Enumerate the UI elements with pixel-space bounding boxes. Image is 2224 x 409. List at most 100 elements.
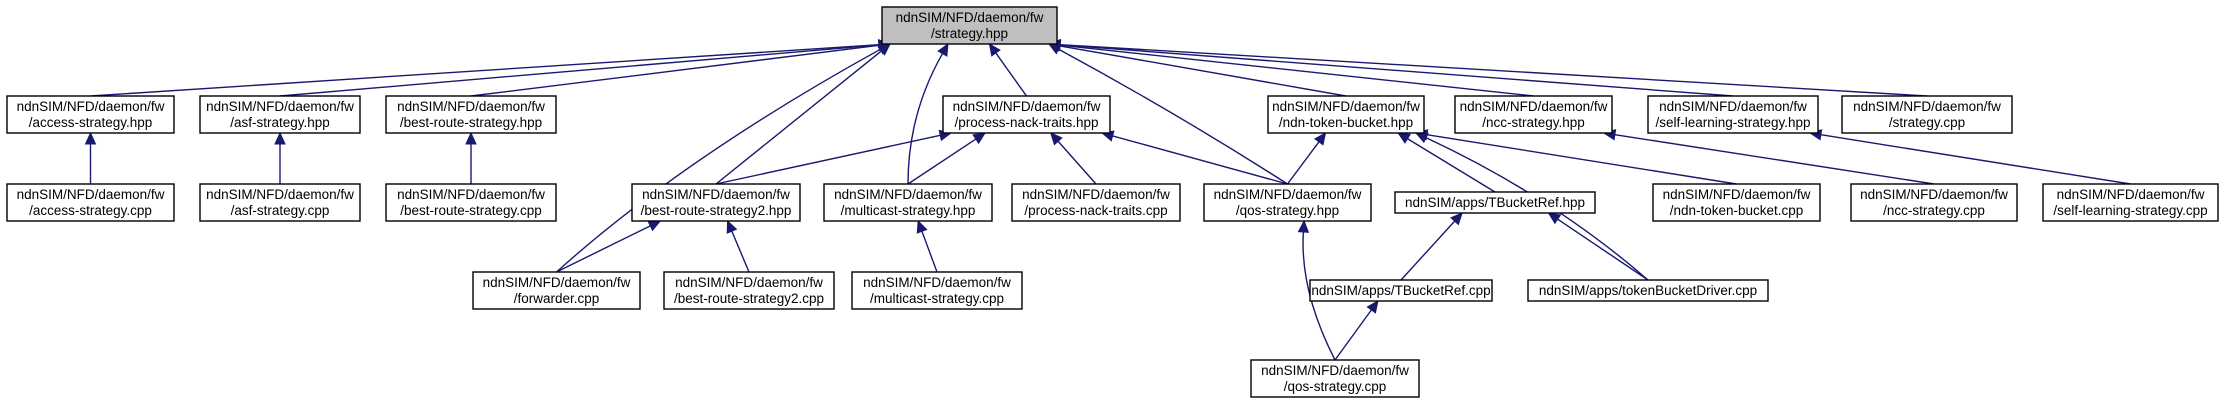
edge-br2_hpp-to-pnt_hpp xyxy=(715,134,941,185)
node-box[interactable] xyxy=(1454,95,1613,134)
node-box[interactable] xyxy=(199,95,361,134)
node-label-line: ndnSIM/NFD/daemon/fw xyxy=(1272,99,1420,114)
node-label-line: ndnSIM/NFD/daemon/fw xyxy=(483,275,631,290)
node-box[interactable] xyxy=(823,183,993,222)
node-bestroute-cpp[interactable]: ndnSIM/NFD/daemon/fw/best-route-strategy… xyxy=(385,183,557,222)
node-br2-hpp[interactable]: ndnSIM/NFD/daemon/fw/best-route-strategy… xyxy=(631,183,801,222)
node-box[interactable] xyxy=(1841,95,2013,134)
arrowhead-icon xyxy=(726,219,738,234)
node-pnt-cpp[interactable]: ndnSIM/NFD/daemon/fw/process-nack-traits… xyxy=(1011,183,1181,222)
node-box[interactable] xyxy=(663,271,835,310)
node-box[interactable] xyxy=(1652,183,1821,222)
edge-pnt_cpp-to-pnt_hpp xyxy=(1057,140,1097,185)
node-box[interactable] xyxy=(631,183,801,222)
node-box[interactable] xyxy=(385,95,557,134)
edge-asf_hpp-to-root xyxy=(279,44,880,97)
edge-ntb_hpp-to-root xyxy=(1059,45,1347,97)
edge-tbref_hpp-to-ntb_hpp xyxy=(1407,138,1496,193)
node-mc-cpp[interactable]: ndnSIM/NFD/daemon/fw/multicast-strategy.… xyxy=(851,271,1023,310)
edge-mc_cpp-to-mc_hpp xyxy=(921,231,938,273)
edge-qos_hpp-to-ntb_hpp xyxy=(1286,141,1320,185)
edge-br2_cpp-to-br2_hpp xyxy=(731,230,750,273)
node-strategy-cpp[interactable]: ndnSIM/NFD/daemon/fw/strategy.cpp xyxy=(1841,95,2013,134)
node-br2-cpp[interactable]: ndnSIM/NFD/daemon/fw/best-route-strategy… xyxy=(663,271,835,310)
arrowhead-icon xyxy=(937,42,949,57)
node-box[interactable] xyxy=(1394,191,1596,214)
node-label-line: ndnSIM/apps/TBucketRef.hpp xyxy=(1405,195,1585,210)
node-label-line: ndnSIM/NFD/daemon/fw xyxy=(675,275,823,290)
node-access-cpp[interactable]: ndnSIM/NFD/daemon/fw/access-strategy.cpp xyxy=(6,183,175,222)
node-box[interactable] xyxy=(199,183,361,222)
edge-mc_hpp-to-root xyxy=(907,53,944,185)
node-ntb-hpp[interactable]: ndnSIM/NFD/daemon/fw/ndn-token-bucket.hp… xyxy=(1267,95,1425,134)
node-ncc-hpp[interactable]: ndnSIM/NFD/daemon/fw/ncc-strategy.hpp xyxy=(1454,95,1613,134)
node-tbdriver-cpp[interactable]: ndnSIM/apps/tokenBucketDriver.cpp xyxy=(1527,279,1769,302)
node-asf-cpp[interactable]: ndnSIM/NFD/daemon/fw/asf-strategy.cpp xyxy=(199,183,361,222)
node-box[interactable] xyxy=(942,95,1111,134)
node-box[interactable] xyxy=(851,271,1023,310)
node-box[interactable] xyxy=(6,183,175,222)
arrowhead-icon xyxy=(1414,132,1429,144)
node-pnt-hpp[interactable]: ndnSIM/NFD/daemon/fw/process-nack-traits… xyxy=(942,95,1111,134)
arrowhead-icon xyxy=(465,131,477,145)
edge-fwd_cpp-to-br2_hpp xyxy=(556,225,651,273)
node-label-line: /asf-strategy.hpp xyxy=(230,115,330,130)
node-label-line: ndnSIM/NFD/daemon/fw xyxy=(397,187,545,202)
node-sl-hpp[interactable]: ndnSIM/NFD/daemon/fw/self-learning-strat… xyxy=(1647,95,1819,134)
node-box[interactable] xyxy=(881,6,1058,45)
node-label-line: /process-nack-traits.cpp xyxy=(1024,203,1167,218)
node-sl-cpp[interactable]: ndnSIM/NFD/daemon/fw/self-learning-strat… xyxy=(2042,183,2219,222)
arrowhead-icon xyxy=(1050,132,1063,146)
node-box[interactable] xyxy=(1527,279,1769,302)
edge-sl_cpp-to-sl_hpp xyxy=(1820,134,2131,185)
edge-qos_cpp-to-tbref_cpp xyxy=(1334,309,1372,361)
node-qos-hpp[interactable]: ndnSIM/NFD/daemon/fw/qos-strategy.hpp xyxy=(1203,183,1372,222)
arrowhead-icon xyxy=(972,132,987,145)
node-box[interactable] xyxy=(1203,183,1372,222)
node-label-line: ndnSIM/apps/TBucketRef.cpp xyxy=(1311,283,1490,298)
arrowhead-icon xyxy=(84,131,97,145)
node-label-line: ndnSIM/NFD/daemon/fw xyxy=(206,99,354,114)
edge-sl_hpp-to-root xyxy=(1059,44,1734,97)
node-label-line: ndnSIM/NFD/daemon/fw xyxy=(1853,99,2001,114)
node-label-line: /ncc-strategy.hpp xyxy=(1482,115,1585,130)
node-box[interactable] xyxy=(472,271,641,310)
node-fwd-cpp[interactable]: ndnSIM/NFD/daemon/fw/forwarder.cpp xyxy=(472,271,641,310)
arrowhead-icon xyxy=(1297,219,1310,233)
node-box[interactable] xyxy=(1850,183,2018,222)
node-mc-hpp[interactable]: ndnSIM/NFD/daemon/fw/multicast-strategy.… xyxy=(823,183,993,222)
node-label-line: /access-strategy.cpp xyxy=(29,203,152,218)
node-box[interactable] xyxy=(1647,95,1819,134)
node-box[interactable] xyxy=(1309,279,1493,302)
edge-br2_hpp-to-root xyxy=(715,50,882,185)
node-label-line: ndnSIM/NFD/daemon/fw xyxy=(17,99,165,114)
node-root[interactable]: ndnSIM/NFD/daemon/fw/strategy.hpp xyxy=(881,6,1058,45)
node-label-line: /asf-strategy.cpp xyxy=(231,203,330,218)
edge-strategy_cpp-to-root xyxy=(1059,43,1928,97)
node-bestroute-hpp[interactable]: ndnSIM/NFD/daemon/fw/best-route-strategy… xyxy=(385,95,557,134)
node-tbref-cpp[interactable]: ndnSIM/apps/TBucketRef.cpp xyxy=(1309,279,1493,302)
node-box[interactable] xyxy=(6,95,175,134)
node-label-line: /best-route-strategy.cpp xyxy=(400,203,542,218)
node-ntb-cpp[interactable]: ndnSIM/NFD/daemon/fw/ndn-token-bucket.cp… xyxy=(1652,183,1821,222)
node-tbref-hpp[interactable]: ndnSIM/apps/TBucketRef.hpp xyxy=(1394,191,1596,214)
node-label-line: ndnSIM/NFD/daemon/fw xyxy=(953,99,1101,114)
arrowhead-icon xyxy=(988,43,1001,57)
node-label-line: /ncc-strategy.cpp xyxy=(1883,203,1985,218)
node-access-hpp[interactable]: ndnSIM/NFD/daemon/fw/access-strategy.hpp xyxy=(6,95,175,134)
node-label-line: /best-route-strategy2.hpp xyxy=(641,203,792,218)
node-box[interactable] xyxy=(1267,95,1425,134)
node-label-line: /multicast-strategy.cpp xyxy=(870,291,1004,306)
node-box[interactable] xyxy=(385,183,557,222)
edge-access_hpp-to-root xyxy=(90,44,880,97)
node-box[interactable] xyxy=(1250,359,1420,398)
edge-ntb_cpp-to-ntb_hpp xyxy=(1426,134,1737,185)
node-asf-hpp[interactable]: ndnSIM/NFD/daemon/fw/asf-strategy.hpp xyxy=(199,95,361,134)
node-qos-cpp[interactable]: ndnSIM/NFD/daemon/fw/qos-strategy.cpp xyxy=(1250,359,1420,398)
node-box[interactable] xyxy=(2042,183,2219,222)
node-label-line: /qos-strategy.cpp xyxy=(1284,379,1387,394)
node-label-line: /strategy.cpp xyxy=(1889,115,1965,130)
node-label-line: ndnSIM/NFD/daemon/fw xyxy=(1214,187,1362,202)
node-box[interactable] xyxy=(1011,183,1181,222)
node-ncc-cpp[interactable]: ndnSIM/NFD/daemon/fw/ncc-strategy.cpp xyxy=(1850,183,2018,222)
